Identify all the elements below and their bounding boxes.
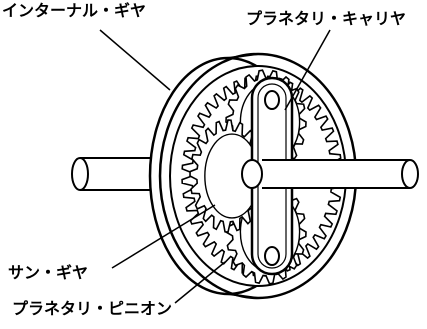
label-planetary-pinion: プラネタリ・ピニオン	[12, 300, 172, 318]
output-shaft	[242, 160, 418, 188]
leader-internal-gear	[100, 30, 170, 90]
label-internal-gear: インターナル・ギヤ	[2, 2, 146, 20]
label-sun-gear: サン・ギヤ	[8, 264, 88, 282]
input-shaft	[72, 158, 150, 190]
label-planetary-carrier: プラネタリ・キャリヤ	[246, 10, 406, 28]
